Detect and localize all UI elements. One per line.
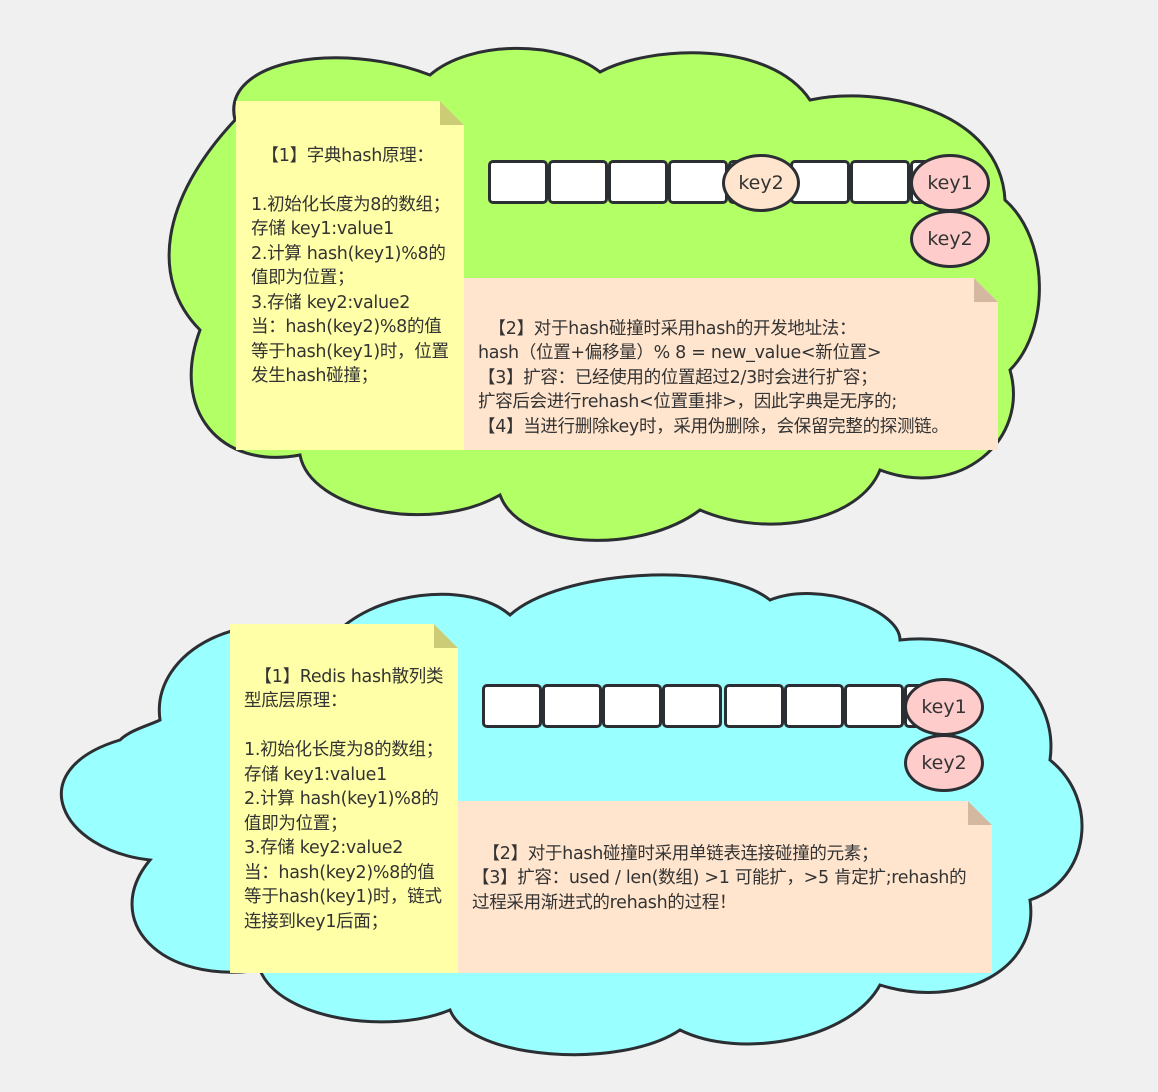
- bottom-principle-fold-icon: [434, 624, 458, 648]
- top-principle-fold-icon: [440, 101, 464, 125]
- top-slot-1: [488, 160, 548, 204]
- bottom-slot-6: [784, 684, 844, 728]
- bottom-slot-4: [662, 684, 722, 728]
- bottom-key1-node: key1: [904, 678, 984, 736]
- top-key2-chain-label: key2: [927, 228, 973, 250]
- top-collision-text: 【2】对于hash碰撞时采用hash的开发地址法： hash（位置+偏移量）% …: [478, 318, 949, 437]
- top-collision-note: 【2】对于hash碰撞时采用hash的开发地址法： hash（位置+偏移量）% …: [464, 278, 998, 450]
- bottom-collision-note: 【2】对于hash碰撞时采用单链表连接碰撞的元素； 【3】扩容：used / l…: [458, 801, 992, 973]
- bottom-principle-note: 【1】Redis hash散列类型底层原理： 1.初始化长度为8的数组； 存储 …: [230, 624, 458, 973]
- top-principle-text: 【1】字典hash原理： 1.初始化长度为8的数组； 存储 key1:value…: [251, 145, 450, 387]
- bottom-key2-node: key2: [904, 734, 984, 792]
- top-key1-node: key1: [910, 154, 990, 212]
- top-slot-3: [608, 160, 668, 204]
- bottom-slot-1: [482, 684, 542, 728]
- top-slot-2: [548, 160, 608, 204]
- top-principle-note: 【1】字典hash原理： 1.初始化长度为8的数组； 存储 key1:value…: [236, 101, 464, 450]
- top-key2-chain-node: key2: [910, 210, 990, 268]
- bottom-slot-7: [844, 684, 904, 728]
- bottom-slot-5: [724, 684, 784, 728]
- top-key1-label: key1: [927, 172, 973, 194]
- bottom-principle-text: 【1】Redis hash散列类型底层原理： 1.初始化长度为8的数组； 存储 …: [244, 666, 444, 932]
- bottom-key1-label: key1: [921, 696, 967, 718]
- top-slot-4: [668, 160, 728, 204]
- bottom-slot-3: [602, 684, 662, 728]
- bottom-slot-2: [542, 684, 602, 728]
- top-key2-inline-label: key2: [738, 172, 784, 194]
- bottom-collision-fold-icon: [968, 801, 992, 825]
- bottom-key2-label: key2: [921, 752, 967, 774]
- top-key2-inline-node: key2: [722, 154, 800, 212]
- top-slot-7: [850, 160, 910, 204]
- bottom-collision-text: 【2】对于hash碰撞时采用单链表连接碰撞的元素； 【3】扩容：used / l…: [472, 843, 967, 913]
- top-collision-fold-icon: [974, 278, 998, 302]
